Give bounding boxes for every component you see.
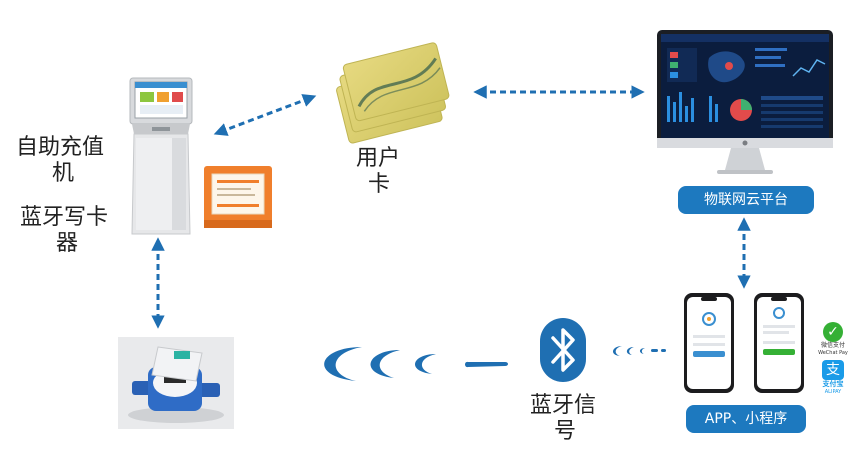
kiosk-label-line2: 机 [52,160,75,186]
phone-mini-program [754,293,804,393]
card-label: 用户 卡 [356,146,416,198]
alipay-icon: 支 [822,360,844,380]
card-writer-illustration [204,166,272,228]
user-card-stack [330,40,455,144]
card-label-line2: 卡 [368,171,391,197]
phone-app-illustration [684,293,734,393]
kiosk-label-line1: 自助充值 [16,135,105,160]
cloud-platform-badge: 物联网云平台 [678,186,814,214]
kiosk-illustration [129,77,193,235]
user-card-illustration [336,42,450,144]
wechat-pay-logo: ✓ 微信支付 WeChat Pay [816,322,850,358]
wechat-pay-text-en: WeChat Pay [818,350,848,356]
monitor-illustration [657,30,833,174]
alipay-text-en: ALIPAY [824,389,842,395]
writer-label-line1: 蓝牙写卡 [20,205,109,230]
water-meter-photo [118,337,234,429]
bluetooth-label: 蓝牙信 号 [530,393,620,445]
bluetooth-label-line1: 蓝牙信 [530,393,597,418]
writer-label: 蓝牙写卡 器 [20,205,120,257]
wechat-pay-text: 微信支付 [820,342,845,349]
cloud-platform-monitor [657,30,833,180]
alipay-text: 支付宝 [822,380,844,388]
alipay-logo: 支 支付宝 ALIPAY [816,360,850,400]
bluetooth-signal-waves [324,346,666,381]
bluetooth-icon [538,318,588,382]
wechat-pay-icon: ✓ [823,322,843,342]
kiosk-label: 自助充值 机 [16,135,116,187]
apps-badge: APP、小程序 [686,405,806,433]
water-meter-illustration [118,337,234,429]
arrow-kiosk-card [213,94,317,136]
phone-mini-program-illustration [754,293,804,393]
kiosk-machine [128,77,194,235]
card-label-line1: 用户 [356,146,401,171]
card-writer-device [204,166,272,228]
bluetooth-label-line2: 号 [554,418,577,444]
phone-app [684,293,734,393]
writer-label-line2: 器 [56,230,79,256]
